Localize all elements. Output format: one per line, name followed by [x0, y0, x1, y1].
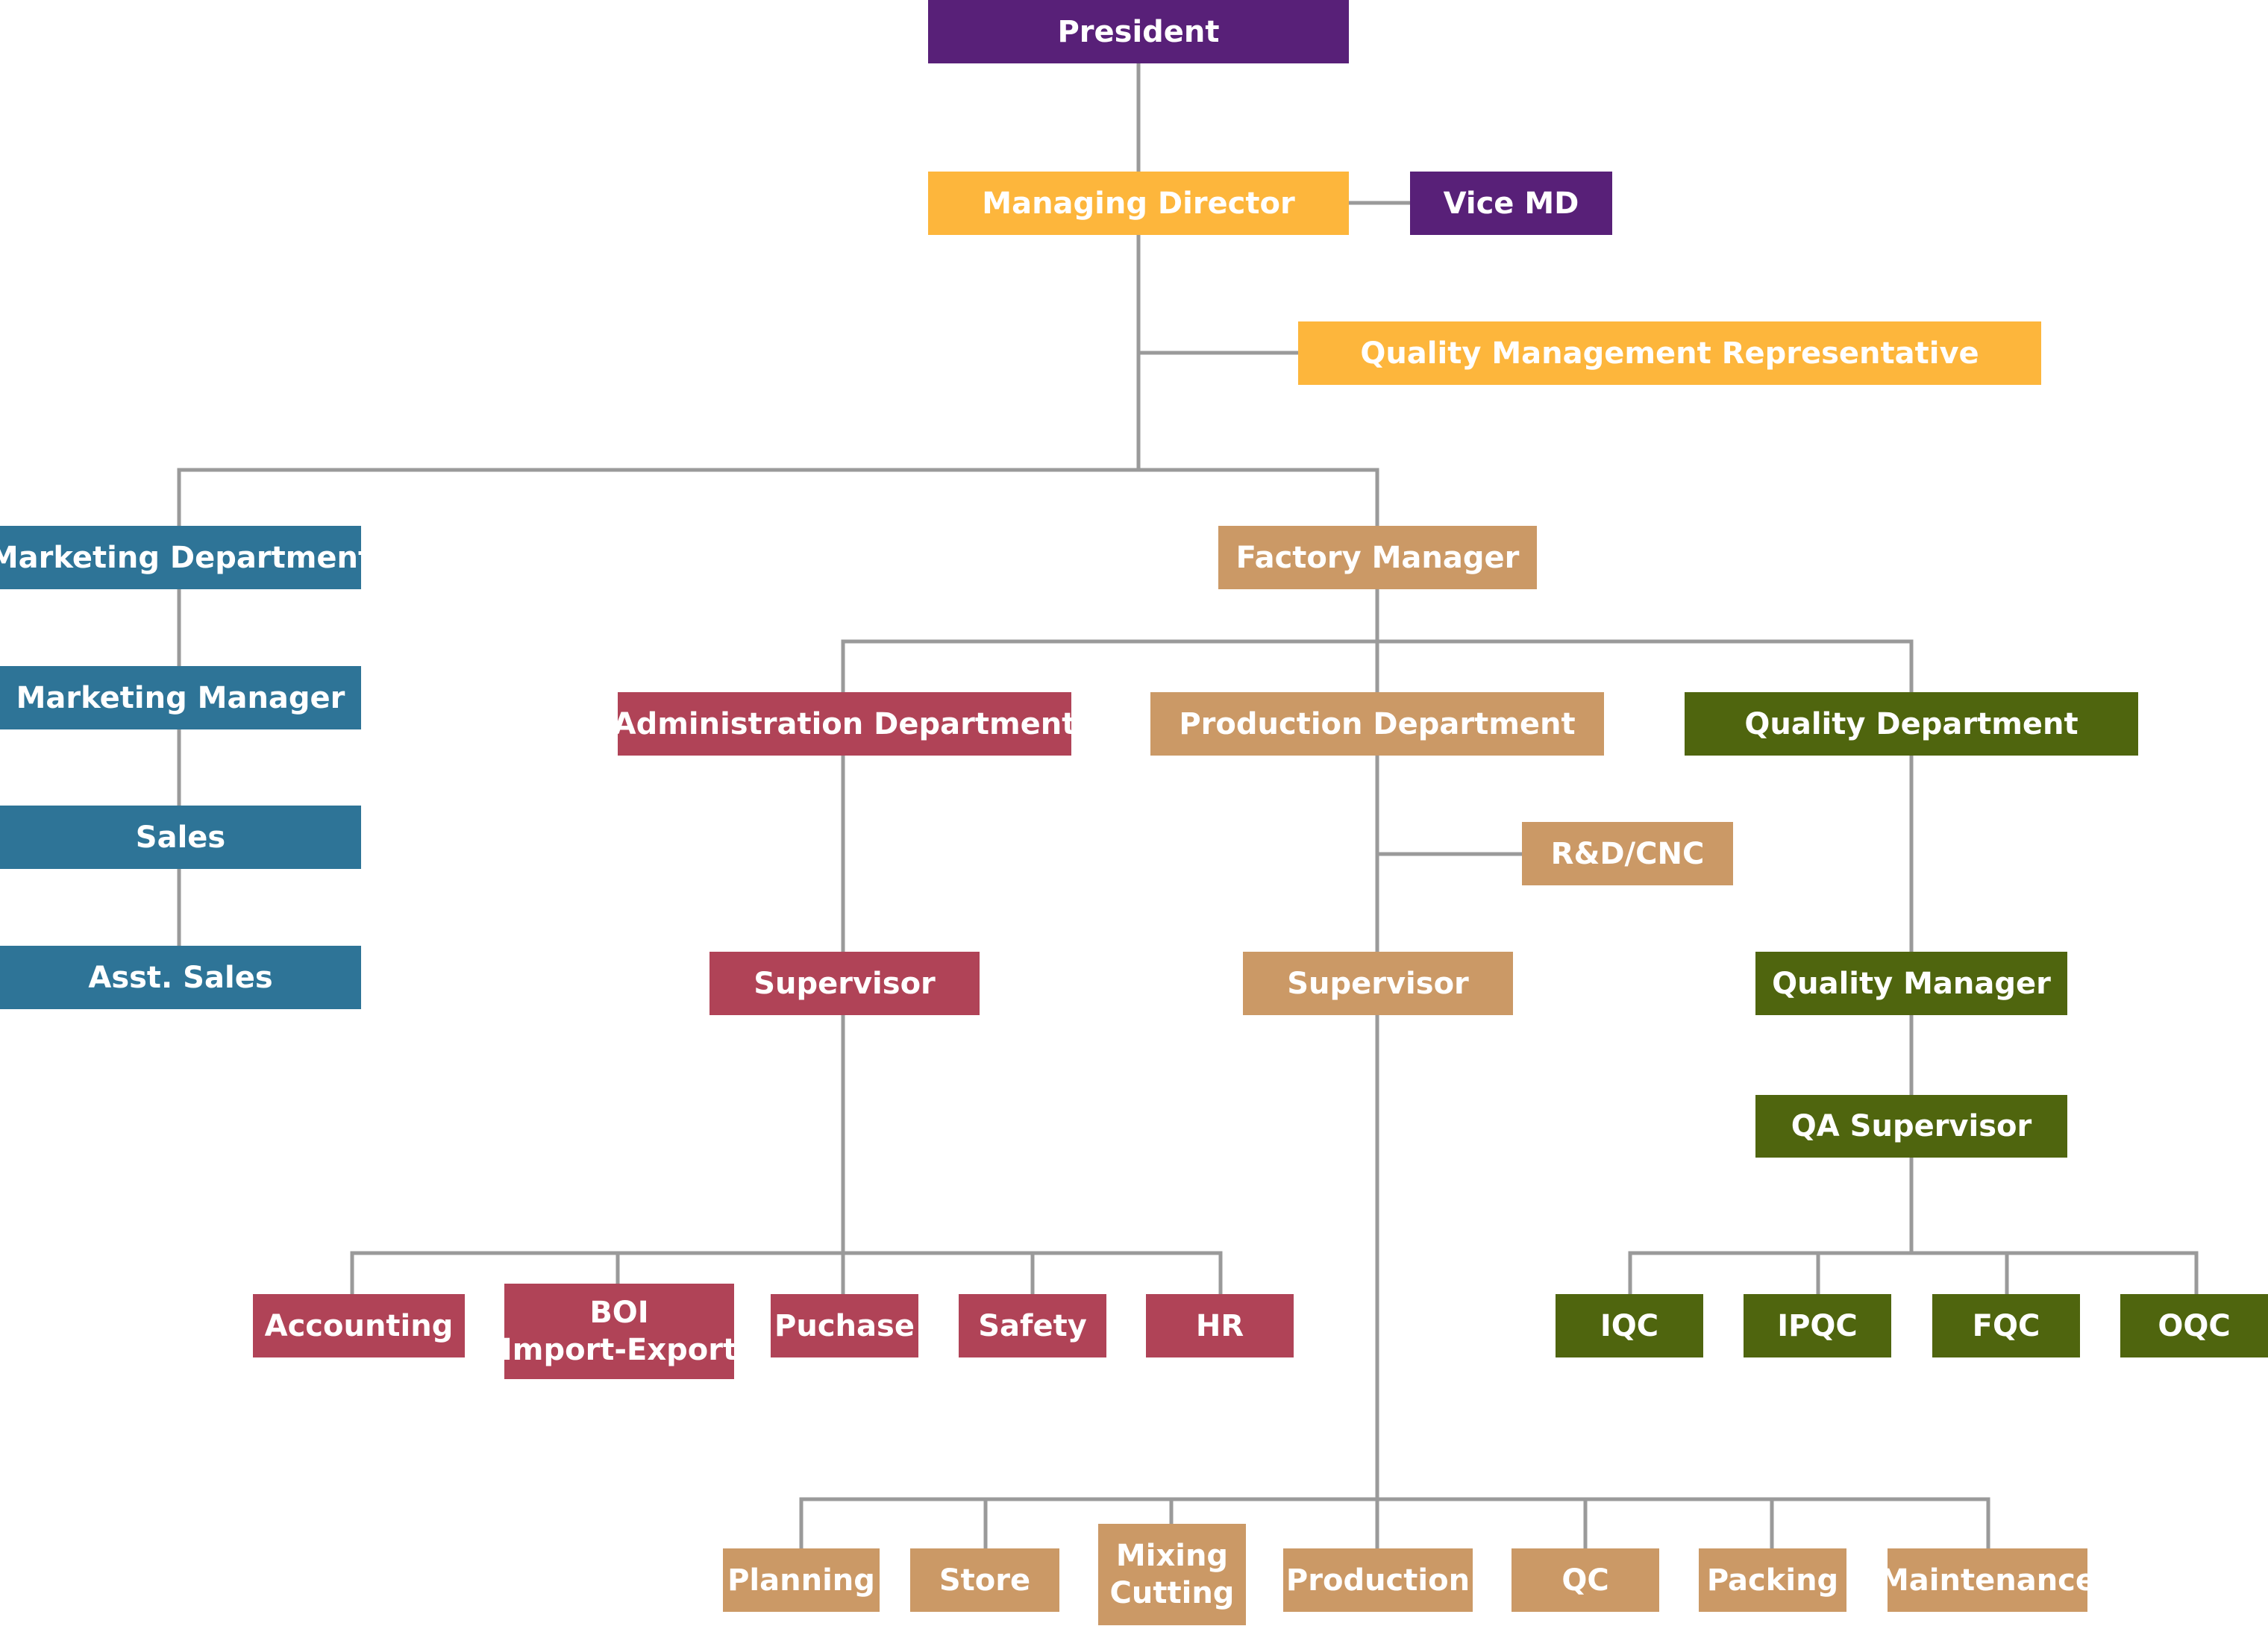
node-label: HR: [1195, 1308, 1244, 1343]
node-factory-manager: Factory Manager: [1218, 526, 1537, 589]
node-label: Production: [1285, 1563, 1470, 1598]
node-label: Quality Manager: [1772, 966, 2051, 1001]
node-label-line1: Mixing: [1115, 1539, 1229, 1573]
node-label: Supervisor: [1287, 966, 1469, 1001]
node-quality-manager: Quality Manager: [1755, 952, 2067, 1015]
node-label-line2: Cutting: [1109, 1576, 1235, 1610]
node-label: Accounting: [264, 1308, 454, 1343]
node-marketing-department: Marketing Department: [0, 526, 372, 589]
node-label: Asst. Sales: [88, 960, 273, 995]
node-rd-cnc: R&D/CNC: [1522, 822, 1733, 885]
node-label: Maintenance: [1879, 1563, 2096, 1598]
node-iqc: IQC: [1556, 1294, 1703, 1357]
node-quality-management-representative: Quality Management Representative: [1298, 321, 2041, 385]
node-label: Supervisor: [754, 966, 936, 1001]
node-qa-supervisor: QA Supervisor: [1755, 1095, 2067, 1158]
node-label: Vice MD: [1443, 186, 1579, 221]
node-asst-sales: Asst. Sales: [0, 946, 361, 1009]
node-label: R&D/CNC: [1550, 836, 1705, 871]
node-marketing-manager: Marketing Manager: [0, 666, 361, 729]
node-label: Sales: [135, 820, 226, 855]
node-label-line1: BOI: [589, 1296, 649, 1330]
node-president: President: [928, 0, 1349, 63]
node-label-line2: Import-Export: [501, 1333, 738, 1367]
node-label: Marketing Department: [0, 540, 373, 575]
node-label: IQC: [1600, 1308, 1659, 1343]
node-production-supervisor: Supervisor: [1243, 952, 1513, 1015]
node-label: Safety: [978, 1308, 1087, 1343]
node-label: Production Department: [1179, 706, 1576, 741]
node-ipqc: IPQC: [1744, 1294, 1891, 1357]
node-label: President: [1057, 14, 1220, 49]
node-store: Store: [910, 1548, 1059, 1612]
node-label: Puchase: [774, 1308, 915, 1343]
node-label: Factory Manager: [1235, 540, 1520, 575]
node-label: Managing Director: [982, 186, 1295, 221]
node-label: Store: [939, 1563, 1031, 1598]
node-label: Administration Department: [613, 706, 1077, 741]
node-label: QA Supervisor: [1791, 1109, 2032, 1143]
node-safety: Safety: [959, 1294, 1106, 1357]
node-label: OQC: [2158, 1308, 2231, 1343]
node-label: IPQC: [1777, 1308, 1858, 1343]
node-quality-department: Quality Department: [1685, 692, 2138, 756]
node-label: Quality Management Representative: [1360, 336, 1979, 371]
node-managing-director: Managing Director: [928, 172, 1349, 235]
node-label: Planning: [727, 1563, 875, 1598]
node-admin-supervisor: Supervisor: [709, 952, 980, 1015]
node-label: FQC: [1972, 1308, 2040, 1343]
node-packing: Packing: [1699, 1548, 1846, 1612]
node-production: Production: [1283, 1548, 1473, 1612]
node-accounting: Accounting: [253, 1294, 465, 1357]
node-production-department: Production Department: [1150, 692, 1604, 756]
node-hr: HR: [1146, 1294, 1294, 1357]
node-qc: QC: [1512, 1548, 1659, 1612]
node-administration-department: Administration Department: [613, 692, 1076, 756]
node-label: Packing: [1706, 1563, 1839, 1598]
node-vice-md: Vice MD: [1410, 172, 1612, 235]
node-puchase: Puchase: [771, 1294, 918, 1357]
node-sales: Sales: [0, 806, 361, 869]
node-label: Marketing Manager: [16, 680, 345, 715]
node-planning: Planning: [723, 1548, 880, 1612]
node-fqc: FQC: [1932, 1294, 2080, 1357]
node-maintenance: Maintenance: [1879, 1548, 2096, 1612]
node-label: Quality Department: [1744, 706, 2079, 741]
node-oqc: OQC: [2120, 1294, 2268, 1357]
node-label: QC: [1561, 1563, 1609, 1598]
